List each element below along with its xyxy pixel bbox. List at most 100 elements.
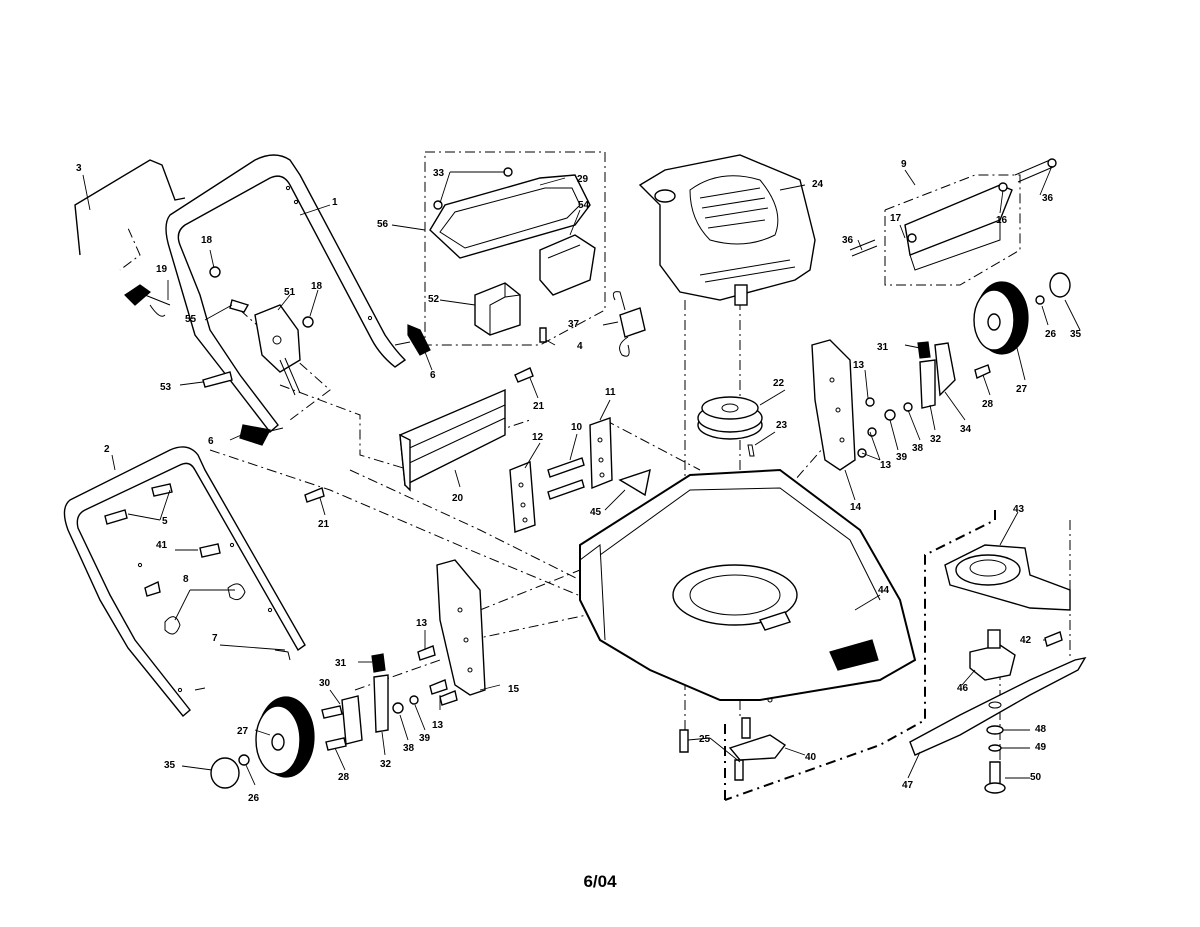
rear-flap <box>849 158 1057 271</box>
callout-50: 50 <box>1030 772 1042 783</box>
bracket-11 <box>589 417 613 490</box>
callout-36-b: 36 <box>842 235 854 246</box>
callout-27-a: 27 <box>1016 384 1028 395</box>
callout-33: 33 <box>433 168 445 179</box>
screw-4 <box>539 327 547 343</box>
bolt-42 <box>1044 631 1063 647</box>
callout-26-b: 26 <box>248 793 260 804</box>
callout-8: 8 <box>183 574 189 585</box>
callout-25: 25 <box>699 734 711 745</box>
callout-4: 4 <box>577 341 583 352</box>
callout-22: 22 <box>773 378 785 389</box>
callout-21-b: 21 <box>318 519 330 530</box>
callout-18-a: 18 <box>201 235 213 246</box>
callout-28-a: 28 <box>982 399 994 410</box>
callout-7: 7 <box>212 633 218 644</box>
pulley <box>697 396 763 440</box>
callout-38-b: 38 <box>403 743 415 754</box>
callout-13-c: 13 <box>416 618 428 629</box>
left-height-bracket <box>417 559 486 706</box>
handle-knob-lower <box>239 424 284 446</box>
callout-11: 11 <box>605 387 616 398</box>
callout-9: 9 <box>901 159 907 170</box>
washer-48 <box>986 725 1004 735</box>
callout-29: 29 <box>577 174 589 185</box>
bracket-12 <box>509 460 536 533</box>
callout-44: 44 <box>878 585 890 596</box>
pins-10 <box>547 457 585 500</box>
deck-bolt-25-a <box>679 729 689 753</box>
callout-14: 14 <box>850 502 862 513</box>
callout-51: 51 <box>284 287 296 298</box>
callout-6-upper: 6 <box>430 370 436 381</box>
callout-30: 30 <box>319 678 331 689</box>
leader-lines <box>82 165 1081 786</box>
callout-21-a: 21 <box>533 401 545 412</box>
callout-42: 42 <box>1020 635 1032 646</box>
callout-2: 2 <box>104 444 110 455</box>
callout-40: 40 <box>805 752 817 763</box>
knob-19 <box>124 284 171 317</box>
rear-flap-kit-box <box>884 174 1021 286</box>
callout-43: 43 <box>1013 504 1025 515</box>
callout-16: 16 <box>996 215 1008 226</box>
callout-52: 52 <box>428 294 440 305</box>
callout-47: 47 <box>902 780 914 791</box>
callout-13-b: 13 <box>880 460 892 471</box>
battery-holder <box>539 234 596 296</box>
callout-32-b: 32 <box>380 759 392 770</box>
callout-36-a: 36 <box>1042 193 1054 204</box>
blade <box>909 657 1087 756</box>
callout-3: 3 <box>76 163 82 174</box>
callout-23: 23 <box>776 420 788 431</box>
callout-27-b: 27 <box>237 726 249 737</box>
assembly-lines <box>119 209 1071 780</box>
rear-baffle <box>399 388 506 492</box>
blade-bolt-50 <box>984 761 1006 794</box>
washer-49 <box>988 744 1002 752</box>
callout-35-b: 35 <box>164 760 176 771</box>
callout-18-b: 18 <box>311 281 323 292</box>
deck-bolt-25-c <box>734 759 744 781</box>
battery-charger <box>612 291 646 357</box>
callout-20: 20 <box>452 493 464 504</box>
callout-19: 19 <box>156 264 168 275</box>
callout-34: 34 <box>960 424 972 435</box>
callout-37: 37 <box>568 319 580 330</box>
right-wheel-mount <box>884 341 991 421</box>
blade-adapter-46 <box>969 629 1016 681</box>
bolt-21-lower <box>304 487 325 503</box>
engine-cover-kit-box <box>424 151 606 346</box>
callout-35-a: 35 <box>1070 329 1082 340</box>
callout-39-b: 39 <box>419 733 431 744</box>
callout-32-a: 32 <box>930 434 942 445</box>
callout-10: 10 <box>571 422 583 433</box>
mower-deck <box>579 468 917 703</box>
height-adjuster <box>202 266 314 396</box>
blade-kit-box <box>724 510 996 801</box>
air-deflector-45 <box>618 468 651 497</box>
callout-54: 54 <box>578 200 590 211</box>
revision-date: 6/04 <box>583 872 617 891</box>
callout-39-a: 39 <box>896 452 908 463</box>
bolt-21-upper <box>514 367 534 383</box>
callout-1: 1 <box>332 197 338 208</box>
right-rear-wheel <box>973 272 1071 355</box>
callout-56: 56 <box>377 219 389 230</box>
callout-48: 48 <box>1035 724 1047 735</box>
pulley-key <box>747 444 755 457</box>
callout-6-lower: 6 <box>208 436 214 447</box>
callout-41: 41 <box>156 540 168 551</box>
left-rear-wheel <box>210 696 315 789</box>
callout-15: 15 <box>508 684 520 695</box>
callout-53: 53 <box>160 382 172 393</box>
callout-labels: 1 2 3 4 5 6 6 7 8 9 10 11 12 13 13 13 13… <box>76 159 1082 804</box>
callout-24: 24 <box>812 179 824 190</box>
callout-26-a: 26 <box>1045 329 1057 340</box>
deck-bolt-25-b <box>741 717 751 739</box>
upper-handle <box>165 154 407 434</box>
engine <box>638 154 816 306</box>
callout-17: 17 <box>890 213 902 224</box>
battery <box>474 282 521 336</box>
